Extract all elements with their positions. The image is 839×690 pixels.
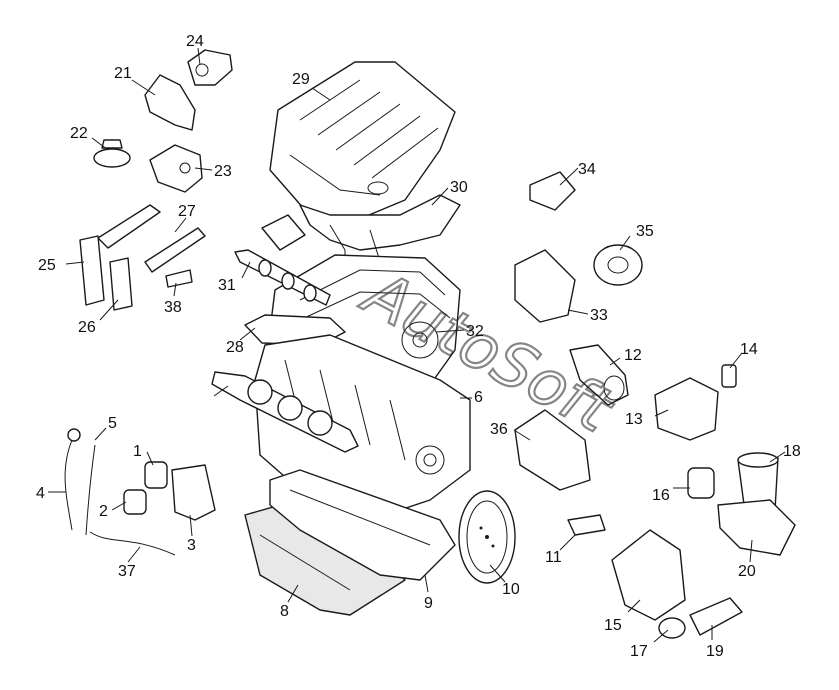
callout-11: 11	[545, 549, 562, 566]
callout-14: 14	[740, 341, 758, 358]
timing-gasket-frame[interactable]	[261, 214, 306, 251]
callout-23: 23	[214, 163, 232, 180]
clip-38[interactable]	[165, 269, 193, 288]
accessory-belt-27[interactable]	[97, 204, 206, 273]
crankshaft[interactable]	[211, 371, 359, 453]
callout-36: 36	[490, 421, 508, 438]
pump-36[interactable]	[514, 409, 591, 491]
callout-4: 4	[36, 485, 45, 502]
sensor-14[interactable]	[721, 364, 737, 388]
callout-3: 3	[187, 537, 196, 554]
callout-12: 12	[624, 347, 642, 364]
callout-17: 17	[630, 643, 648, 660]
callout-13: 13	[625, 411, 643, 428]
callout-35: 35	[636, 223, 654, 240]
callout-29: 29	[292, 71, 310, 88]
filter-bracket-20[interactable]	[717, 499, 796, 556]
filter-housing-3[interactable]	[171, 464, 216, 521]
callout-8: 8	[280, 603, 289, 620]
callout-26: 26	[78, 319, 96, 336]
callout-37: 37	[118, 563, 136, 580]
callout-25: 25	[38, 257, 56, 274]
callout-22: 22	[70, 125, 88, 142]
torque-rod-19[interactable]	[689, 597, 743, 636]
callout-31: 31	[218, 277, 236, 294]
callout-38: 38	[164, 299, 182, 316]
engine-mount-22[interactable]	[93, 139, 131, 168]
callout-2: 2	[99, 503, 108, 520]
callout-28: 28	[226, 339, 244, 356]
engine-mount-15[interactable]	[611, 529, 686, 621]
callout-5: 5	[108, 415, 117, 432]
callout-24: 24	[186, 33, 204, 50]
engine-cover[interactable]	[269, 61, 456, 226]
bushing-17[interactable]	[658, 617, 686, 639]
belt-tensioner-26[interactable]	[109, 257, 133, 311]
callout-32: 32	[466, 323, 484, 340]
egr-valve-33[interactable]	[514, 249, 576, 323]
mount-bushing-24[interactable]	[187, 49, 233, 86]
callout-10: 10	[502, 581, 520, 598]
callout-1: 1	[133, 443, 142, 460]
engine-mount-23[interactable]	[149, 144, 203, 193]
oil-filter-1[interactable]	[144, 461, 168, 489]
coolant-outlet-12[interactable]	[569, 344, 629, 406]
fuel-filter-18[interactable]	[737, 452, 779, 513]
callout-16: 16	[652, 487, 670, 504]
engine-mount-bracket-21[interactable]	[144, 74, 196, 131]
oil-sump[interactable]	[269, 469, 456, 581]
callout-18: 18	[783, 443, 801, 460]
camshaft[interactable]	[234, 249, 331, 306]
dipstick-5[interactable]	[85, 444, 96, 536]
callout-21: 21	[114, 65, 132, 82]
breather-hose-37[interactable]	[89, 531, 176, 556]
sensor-11[interactable]	[567, 514, 606, 536]
flywheel[interactable]	[458, 490, 516, 584]
callout-33: 33	[590, 307, 608, 324]
oil-filter-element-2[interactable]	[123, 489, 147, 515]
water-pump-13[interactable]	[654, 377, 719, 441]
callout-34: 34	[578, 161, 596, 178]
callout-19: 19	[706, 643, 724, 660]
callout-6: 6	[474, 389, 483, 406]
callout-9: 9	[424, 595, 433, 612]
callout-30: 30	[450, 179, 468, 196]
callout-15: 15	[604, 617, 622, 634]
callout-20: 20	[738, 563, 756, 580]
leader-lines	[48, 47, 786, 643]
callout-27: 27	[178, 203, 196, 220]
fuel-filter-element-16[interactable]	[687, 467, 715, 499]
dipstick-tube-4[interactable]	[64, 428, 81, 531]
belt-tensioner-25[interactable]	[79, 235, 105, 306]
callouts: 1 2 3 4 5 6 8 9 10 11 12 13 14 15 16 17 …	[36, 33, 801, 660]
thermostat-housing-35[interactable]	[593, 244, 643, 286]
